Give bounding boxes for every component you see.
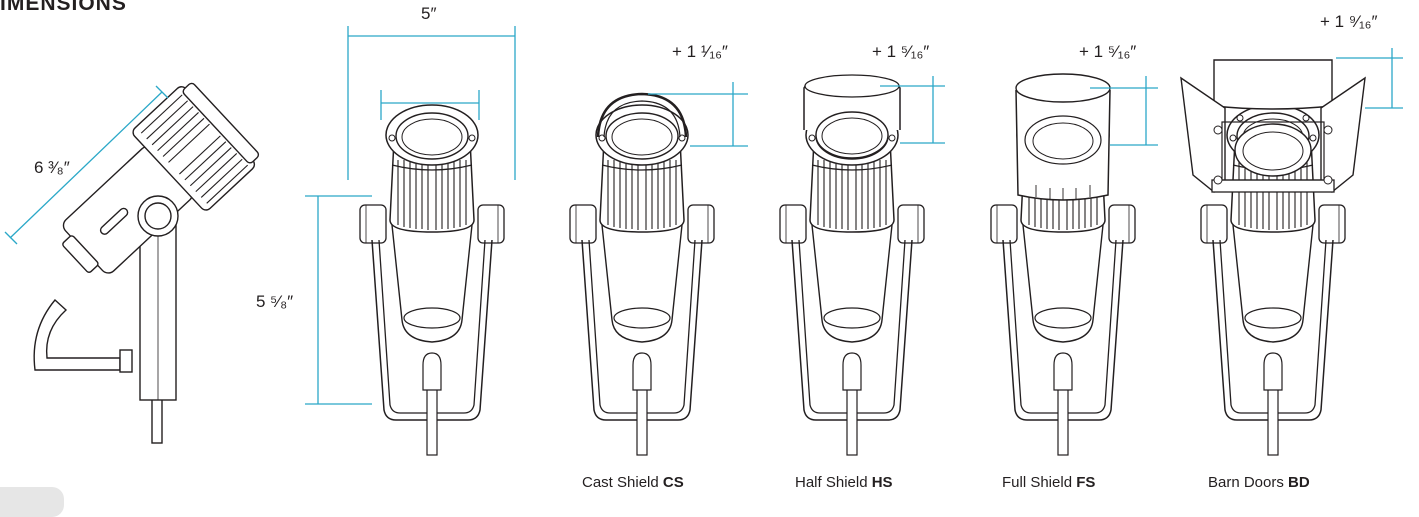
front-height-label: 5 ⁵⁄₈″: [256, 292, 294, 311]
barn-doors-add-label: + 1 ⁹⁄₁₆″: [1320, 12, 1378, 31]
caption-full-shield: Full Shield FS: [1002, 474, 1096, 491]
cast-shield-dimension-line: [648, 82, 748, 147]
barn-doors-dimension-line: [1336, 48, 1403, 109]
side-length-label: 6 ³⁄₈″: [34, 158, 70, 177]
half-shield-fixture: [779, 74, 925, 456]
cast-shield-fixture: [569, 92, 715, 456]
front-view-fixture: [359, 104, 505, 456]
side-view-fixture: [33, 82, 260, 444]
dimension-drawing: [4, 26, 1403, 456]
page-tab: [0, 487, 64, 517]
full-shield-add-label: + 1 ⁵⁄₁₆″: [1079, 42, 1137, 61]
caption-cast-shield: Cast Shield CS: [582, 474, 684, 491]
front-dimension-lines: [305, 26, 516, 405]
half-shield-dimension-line: [880, 76, 945, 144]
front-width-label: 5″: [421, 4, 437, 23]
barn-doors-fixture: [1180, 59, 1366, 456]
side-length-dimension-line: [4, 85, 169, 245]
caption-half-shield: Half Shield HS: [795, 474, 893, 491]
full-shield-fixture: [990, 73, 1136, 456]
section-heading: IMENSIONS: [0, 0, 127, 15]
caption-barn-doors: Barn Doors BD: [1208, 474, 1310, 491]
cast-shield-add-label: + 1 ¹⁄₁₆″: [672, 42, 728, 61]
half-shield-add-label: + 1 ⁵⁄₁₆″: [872, 42, 930, 61]
full-shield-dimension-line: [1090, 76, 1158, 146]
